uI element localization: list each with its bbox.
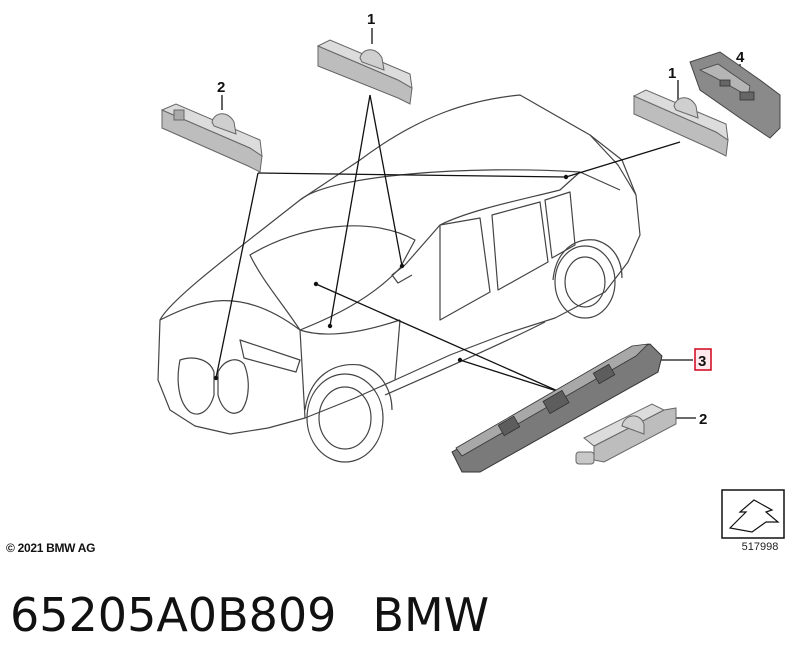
callout-1-right: 1 [668, 65, 676, 82]
part-1-antenna-top[interactable] [316, 39, 413, 105]
copyright-text: © 2021 BMW AG [6, 541, 96, 555]
callout-2-left: 2 [217, 79, 225, 96]
part-1-antenna-right[interactable] [632, 89, 729, 157]
part-3-bracket[interactable] [451, 343, 663, 473]
leader-lines [215, 28, 741, 419]
callout-1-top: 1 [367, 11, 375, 28]
callout-4: 4 [736, 49, 745, 66]
diagram-number: 517998 [741, 541, 779, 553]
part-number: 65205A0B809 [10, 588, 337, 642]
parts-diagram: 1 2 1 4 3 2 [157, 11, 785, 539]
callout-3[interactable]: 3 [698, 353, 706, 370]
leader-dots [213, 174, 569, 381]
callout-2-bottom: 2 [699, 411, 707, 428]
part-4-bracket[interactable] [689, 51, 781, 139]
brand-name: BMW [372, 588, 490, 642]
direction-arrow-icon [721, 489, 785, 539]
part-2-antenna-left[interactable] [160, 103, 263, 173]
part-caption: 65205A0B809 BMW [10, 588, 489, 642]
part-2-antenna-bottom[interactable] [575, 403, 677, 465]
callout-3-highlight-box [694, 348, 712, 371]
